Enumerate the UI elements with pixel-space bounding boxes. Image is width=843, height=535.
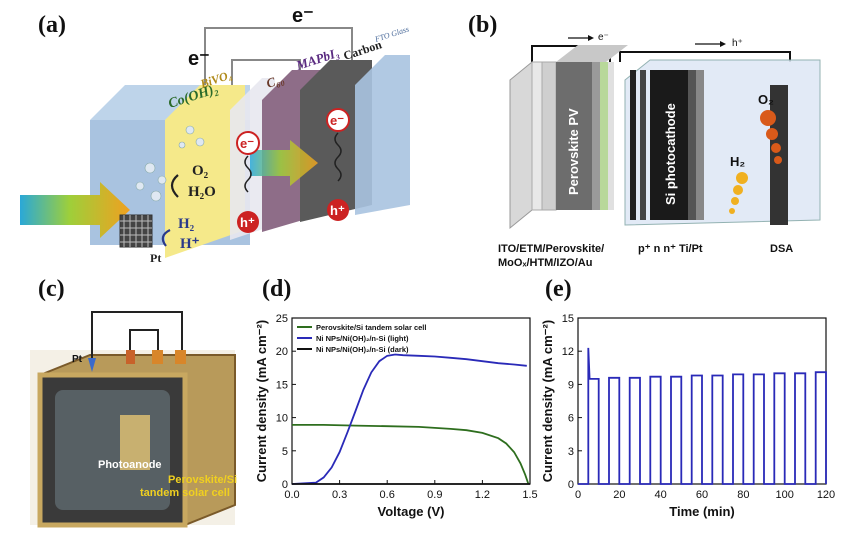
panel-label-c: (c): [38, 276, 65, 302]
tandem-label-line1: Perovskite/Si: [168, 474, 237, 486]
tandem-label-line2: tandem solar cell: [140, 487, 230, 499]
x-axis-label: Time (min): [669, 504, 735, 519]
layer-label-c60: C₆₀: [264, 71, 286, 91]
h2-label: H₂: [730, 154, 745, 169]
y-tick-label: 15: [276, 379, 288, 391]
x-tick-label: 60: [696, 489, 708, 501]
electron-carrier-right: [326, 108, 350, 132]
panel-c-reactor-render: Pt Photoanode Perovskite/Si tandem solar…: [0, 300, 250, 530]
o2-label: O₂: [758, 92, 774, 107]
bottom-label-pv-line1: ITO/ETM/Perovskite/: [498, 243, 604, 255]
photoanode-label: Photoanode: [98, 459, 162, 471]
electron-label-top: e⁻: [292, 5, 314, 27]
circuit-wire-outer: [204, 27, 353, 95]
bottom-label-dsa: DSA: [770, 243, 793, 255]
y-tick-label: 15: [562, 313, 574, 325]
bottom-label-si-junction: p⁺ n n⁺ Ti/Pt: [638, 243, 703, 255]
light-arrow-left: [20, 182, 130, 238]
y-tick-label: 0: [282, 479, 288, 491]
x-tick-label: 100: [775, 489, 793, 501]
species-h2o: H₂O: [188, 184, 216, 200]
series-line-0: [292, 424, 530, 485]
x-tick-label: 120: [817, 489, 835, 501]
y-tick-label: 12: [562, 346, 574, 358]
electron-carrier-left: [236, 131, 260, 155]
series-line-1: [291, 353, 527, 485]
x-tick-label: 20: [613, 489, 625, 501]
wire-pt: [91, 311, 183, 365]
species-o2: O₂: [192, 163, 209, 179]
wire-inner: [129, 329, 159, 360]
legend-label-0: Perovskite/Si tandem solar cell: [316, 323, 426, 332]
si-label: Si photocathode: [663, 103, 678, 205]
x-tick-label: 0.0: [284, 489, 299, 501]
panel-label-a: (a): [38, 12, 66, 38]
x-tick-label: 0.6: [380, 489, 395, 501]
x-tick-label: 0.3: [332, 489, 347, 501]
x-tick-label: 1.2: [475, 489, 490, 501]
carrier-label-h2: h⁺: [330, 203, 345, 218]
x-tick-label: 80: [737, 489, 749, 501]
light-arrow-middle: [250, 140, 318, 186]
pt-mesh: [119, 214, 153, 248]
species-h2: H₂: [178, 216, 195, 232]
y-axis-label: Current density (mA cm⁻²): [254, 320, 269, 482]
y-tick-label: 25: [276, 313, 288, 325]
pv-label: Perovskite PV: [566, 108, 581, 195]
electron-label: e⁻: [598, 32, 609, 43]
x-axis-label: Voltage (V): [378, 504, 445, 519]
legend-label-2: Ni NPs/Ni(OH)₂/n-Si (dark): [316, 345, 409, 354]
x-tick-label: 1.5: [522, 489, 537, 501]
gas-bubbles: [135, 125, 205, 202]
y-tick-label: 5: [282, 446, 288, 458]
y-axis-label: Current density (mA cm⁻²): [540, 320, 555, 482]
carrier-label-e1: e⁻: [240, 136, 254, 151]
x-tick-label: 0.9: [427, 489, 442, 501]
y-tick-label: 0: [568, 479, 574, 491]
hole-carrier-left: [237, 211, 259, 233]
y-tick-label: 20: [276, 346, 288, 358]
y-tick-label: 3: [568, 446, 574, 458]
x-tick-label: 40: [655, 489, 667, 501]
o2-bubbles: [760, 110, 782, 164]
y-tick-label: 10: [276, 413, 288, 425]
y-tick-label: 9: [568, 379, 574, 391]
hole-label: h⁺: [732, 38, 743, 49]
hole-carrier-right: [327, 199, 349, 221]
legend-label-1: Ni NPs/Ni(OH)₂/n-Si (light): [316, 334, 409, 343]
chopped-current-series: [578, 347, 827, 485]
h2-bubbles: [729, 172, 748, 214]
electron-label-left: e⁻: [188, 48, 210, 70]
y-tick-label: 6: [568, 413, 574, 425]
carrier-label-h1: h⁺: [240, 215, 255, 230]
panel-label-e: (e): [545, 276, 572, 302]
panel-label-b: (b): [468, 12, 498, 38]
si-photocathode-layer: [650, 70, 688, 220]
x-tick-label: 0: [575, 489, 581, 501]
species-hplus: H⁺: [180, 236, 200, 252]
panel-b-device-schematic: e⁻ h⁺ Perovskite PV Si photocathode O₂ H…: [470, 0, 843, 275]
bottom-label-pv-line2: MoOₓ/HTM/IZO/Au: [498, 257, 592, 269]
panel-label-d: (d): [262, 276, 292, 302]
perovskite-layer: [556, 62, 592, 210]
layer-label-fto-glass: FTO Glass: [373, 24, 410, 44]
wire-hole: [619, 51, 791, 62]
panel-a-device-schematic: e⁻ e⁻ Co(OH)₂ BiVO₄ C₆₀ MAPbI₃ Carbon FT…: [0, 0, 450, 270]
species-pt: Pt: [150, 251, 161, 265]
pt-label: Pt: [72, 354, 83, 365]
carrier-label-e2: e⁻: [330, 113, 344, 128]
